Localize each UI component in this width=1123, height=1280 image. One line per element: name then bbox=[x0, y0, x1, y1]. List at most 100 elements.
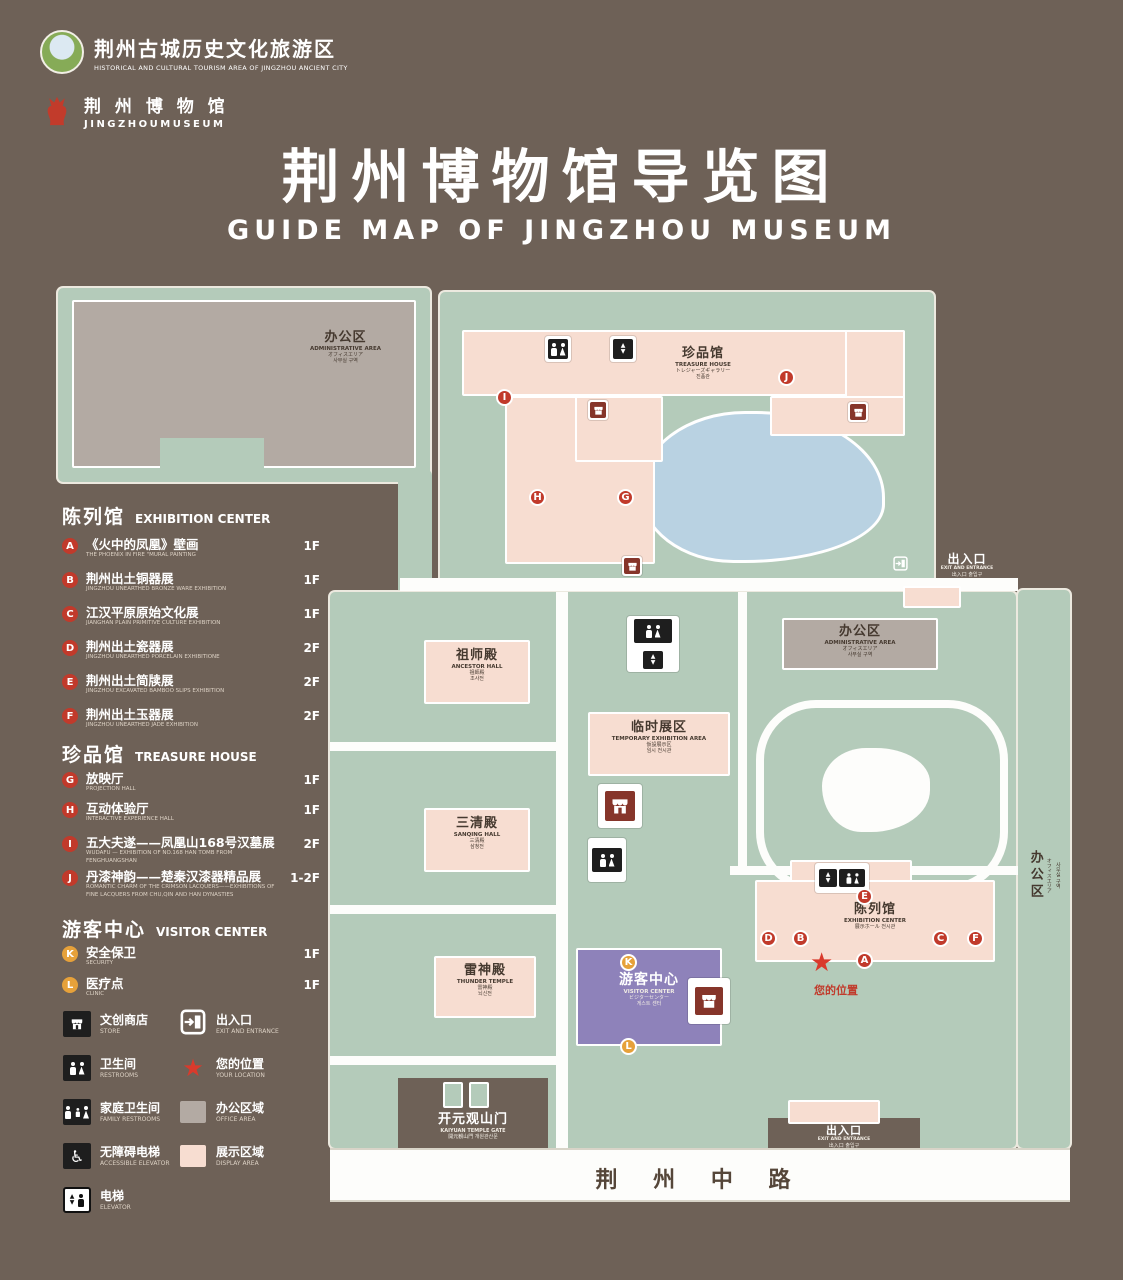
entrance-icon bbox=[893, 556, 908, 575]
accessible-elevator-icon: ♿ bbox=[63, 1143, 91, 1169]
item-cn: 放映厅 bbox=[86, 771, 124, 786]
map-marker-i: I bbox=[496, 389, 513, 406]
marker-i-badge: I bbox=[62, 836, 78, 852]
section-title-cn: 陈列馆 bbox=[62, 506, 126, 528]
nw-grounds-notch bbox=[160, 438, 264, 468]
path bbox=[330, 1056, 556, 1065]
south-entrance-pad bbox=[788, 1100, 880, 1124]
tourism-logo-cn: 荆州古城历史文化旅游区 bbox=[94, 36, 336, 61]
museum-logo-en: JINGZHOUMUSEUM bbox=[84, 119, 226, 130]
map-marker-f: F bbox=[967, 930, 984, 947]
item-cn: 互动体验厅 bbox=[86, 801, 149, 816]
map-marker-h: H bbox=[529, 489, 546, 506]
road bbox=[330, 1148, 1070, 1202]
item-floor: 2F bbox=[303, 709, 320, 723]
tourism-logo-emblem-icon bbox=[40, 30, 84, 74]
your-location-star-icon: ★ bbox=[810, 948, 834, 978]
section-title-en: TREASURE HOUSE bbox=[135, 750, 257, 764]
icon-label-en: ELEVATOR bbox=[100, 1203, 131, 1211]
elevator-icon: ▲▼ bbox=[63, 1187, 91, 1213]
store-icon bbox=[598, 784, 642, 828]
garden-pond-shape bbox=[822, 748, 930, 832]
icon-label-en: ACCESSIBLE ELEVATOR bbox=[100, 1159, 170, 1167]
map-marker-a: A bbox=[856, 952, 873, 969]
tourism-area-logo: 荆州古城历史文化旅游区 HISTORICAL AND CULTURAL TOUR… bbox=[40, 30, 348, 74]
item-floor: 2F bbox=[303, 675, 320, 689]
admin-mid-building bbox=[782, 618, 938, 670]
elevator-icon: ▲▼ bbox=[819, 869, 837, 887]
legend-section-treasure-house: 珍品馆 TREASURE HOUSE bbox=[62, 740, 257, 767]
item-floor: 1-2F bbox=[290, 871, 320, 885]
store-icon bbox=[588, 400, 608, 420]
item-cn: 《火中的凤凰》壁画 bbox=[86, 537, 199, 552]
west-path-connector bbox=[398, 470, 432, 596]
icon-label-cn: 出入口 bbox=[216, 1013, 253, 1028]
marker-k-badge: K bbox=[62, 946, 78, 962]
temporary-exhibition-building bbox=[588, 712, 730, 776]
item-floor: 2F bbox=[303, 837, 320, 851]
item-en: JINGZHOU UNEARTHED JADE EXHIBITION bbox=[86, 722, 198, 729]
item-floor: 1F bbox=[303, 978, 320, 992]
path bbox=[330, 905, 556, 914]
item-cn: 荆州出土简牍展 bbox=[86, 673, 174, 688]
road-label: 荆 州 中 路 bbox=[595, 1168, 805, 1193]
thunder-temple-building bbox=[434, 956, 536, 1018]
legend-section-visitor-center: 游客中心 VISITOR CENTER bbox=[62, 915, 267, 942]
entrance-icon bbox=[180, 1009, 206, 1039]
map-marker-j: J bbox=[778, 369, 795, 386]
icon-label-cn: 展示区域 bbox=[216, 1145, 265, 1160]
museum-logo-cn: 荆 州 博 物 馆 bbox=[84, 97, 229, 117]
item-en: JINGZHOU UNEARTHED PORCELAIN EXHIBITIONE bbox=[86, 654, 220, 661]
icon-label-cn: 您的位置 bbox=[216, 1057, 265, 1072]
page-subtitle: GUIDE MAP OF JINGZHOU MUSEUM bbox=[227, 215, 896, 246]
item-en: ROMANTIC CHARM OF THE CRIMSON LACQUERS——… bbox=[86, 884, 275, 898]
map-marker-k: K bbox=[620, 954, 637, 971]
marker-e-badge: E bbox=[62, 674, 78, 690]
store-icon bbox=[688, 978, 730, 1024]
path bbox=[330, 742, 556, 751]
icon-label-cn: 电梯 bbox=[100, 1189, 125, 1204]
map-marker-c: C bbox=[932, 930, 949, 947]
restroom-icon bbox=[545, 336, 571, 362]
marker-d-badge: D bbox=[62, 640, 78, 656]
section-title-en: VISITOR CENTER bbox=[156, 925, 268, 939]
path bbox=[400, 578, 1018, 591]
tourism-logo-en: HISTORICAL AND CULTURAL TOURISM AREA OF … bbox=[94, 63, 348, 72]
section-title-cn: 珍品馆 bbox=[62, 744, 126, 766]
item-en: SECURITY bbox=[86, 960, 113, 967]
path bbox=[556, 592, 568, 1148]
marker-g-badge: G bbox=[62, 772, 78, 788]
item-en: WUDAFU — EXHIBITION OF NO.168 HAN TOMB F… bbox=[86, 850, 233, 864]
path bbox=[738, 592, 747, 872]
store-icon bbox=[848, 402, 868, 422]
section-title-en: EXHIBITION CENTER bbox=[135, 512, 271, 526]
item-cn: 丹漆神韵——楚秦汉漆器精品展 bbox=[86, 869, 262, 884]
item-floor: 1F bbox=[303, 573, 320, 587]
section-title-cn: 游客中心 bbox=[62, 919, 147, 941]
pond bbox=[642, 414, 882, 560]
marker-f-badge: F bbox=[62, 708, 78, 724]
